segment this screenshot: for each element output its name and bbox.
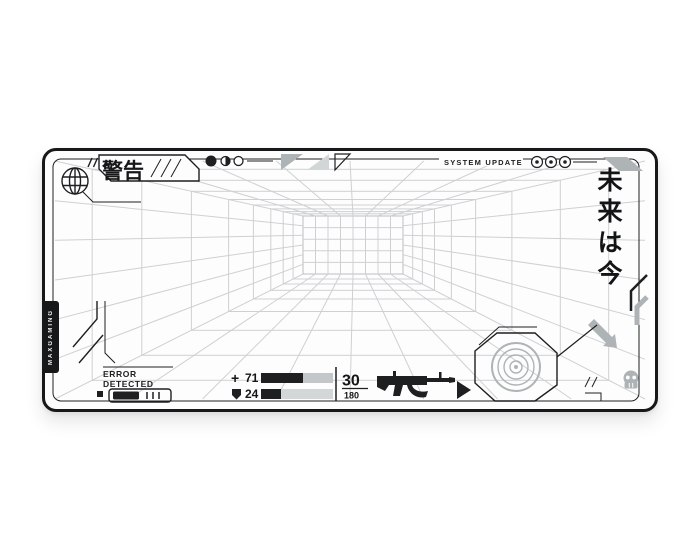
arrow-down-right-icon <box>588 319 617 348</box>
ammo-clip-value: 30 <box>342 373 360 390</box>
health-value: 71 <box>245 371 259 385</box>
health-plus-icon: + <box>231 370 239 386</box>
chevron-icon <box>629 274 648 311</box>
armor-bar-fill <box>261 389 281 399</box>
target-reticle-icon <box>491 342 541 392</box>
mousepad: 警告 SYSTEM UPDATE ERROR DETECTED + 71 24 … <box>42 148 658 412</box>
corner-arrow-icon <box>603 157 643 171</box>
error-gauge-outline <box>108 388 172 403</box>
armor-bar-rest <box>281 389 333 399</box>
ink-decorations <box>61 153 648 403</box>
shield-icon <box>232 389 241 400</box>
ak47-rifle-icon <box>377 371 455 398</box>
perspective-grid <box>54 160 646 400</box>
error-gauge <box>97 391 139 400</box>
chevron-icon <box>634 295 649 325</box>
flag-triangle-icon <box>457 381 471 399</box>
top-triangle-icon <box>307 154 329 170</box>
warning-badge-outline <box>98 154 200 182</box>
brand-vertical-label: MAXGAMING <box>47 309 54 365</box>
hud-bars <box>261 373 333 399</box>
armor-value: 24 <box>245 387 259 401</box>
globe-icon <box>61 167 89 195</box>
tagline-vertical: 未来は今 <box>594 167 623 291</box>
text-mask <box>439 153 523 166</box>
error-label-line1: ERROR <box>103 369 137 379</box>
system-update-label: SYSTEM UPDATE <box>444 158 523 167</box>
inner-frame <box>52 158 640 402</box>
ammo-reserve-value: 180 <box>344 391 359 401</box>
warning-label: 警告 <box>101 159 144 183</box>
outline-triangle-icon <box>334 153 352 172</box>
top-triangle-icon <box>281 154 303 170</box>
error-label-line2: DETECTED <box>103 379 154 389</box>
health-bar-fill <box>261 373 303 383</box>
brand-tab: MAXGAMING <box>42 301 59 373</box>
badge-circle-icons <box>530 155 572 169</box>
health-bar-rest <box>303 373 333 383</box>
target-frame-outline <box>474 332 558 402</box>
status-dots-icon <box>205 155 244 167</box>
skull-icon <box>623 370 639 389</box>
